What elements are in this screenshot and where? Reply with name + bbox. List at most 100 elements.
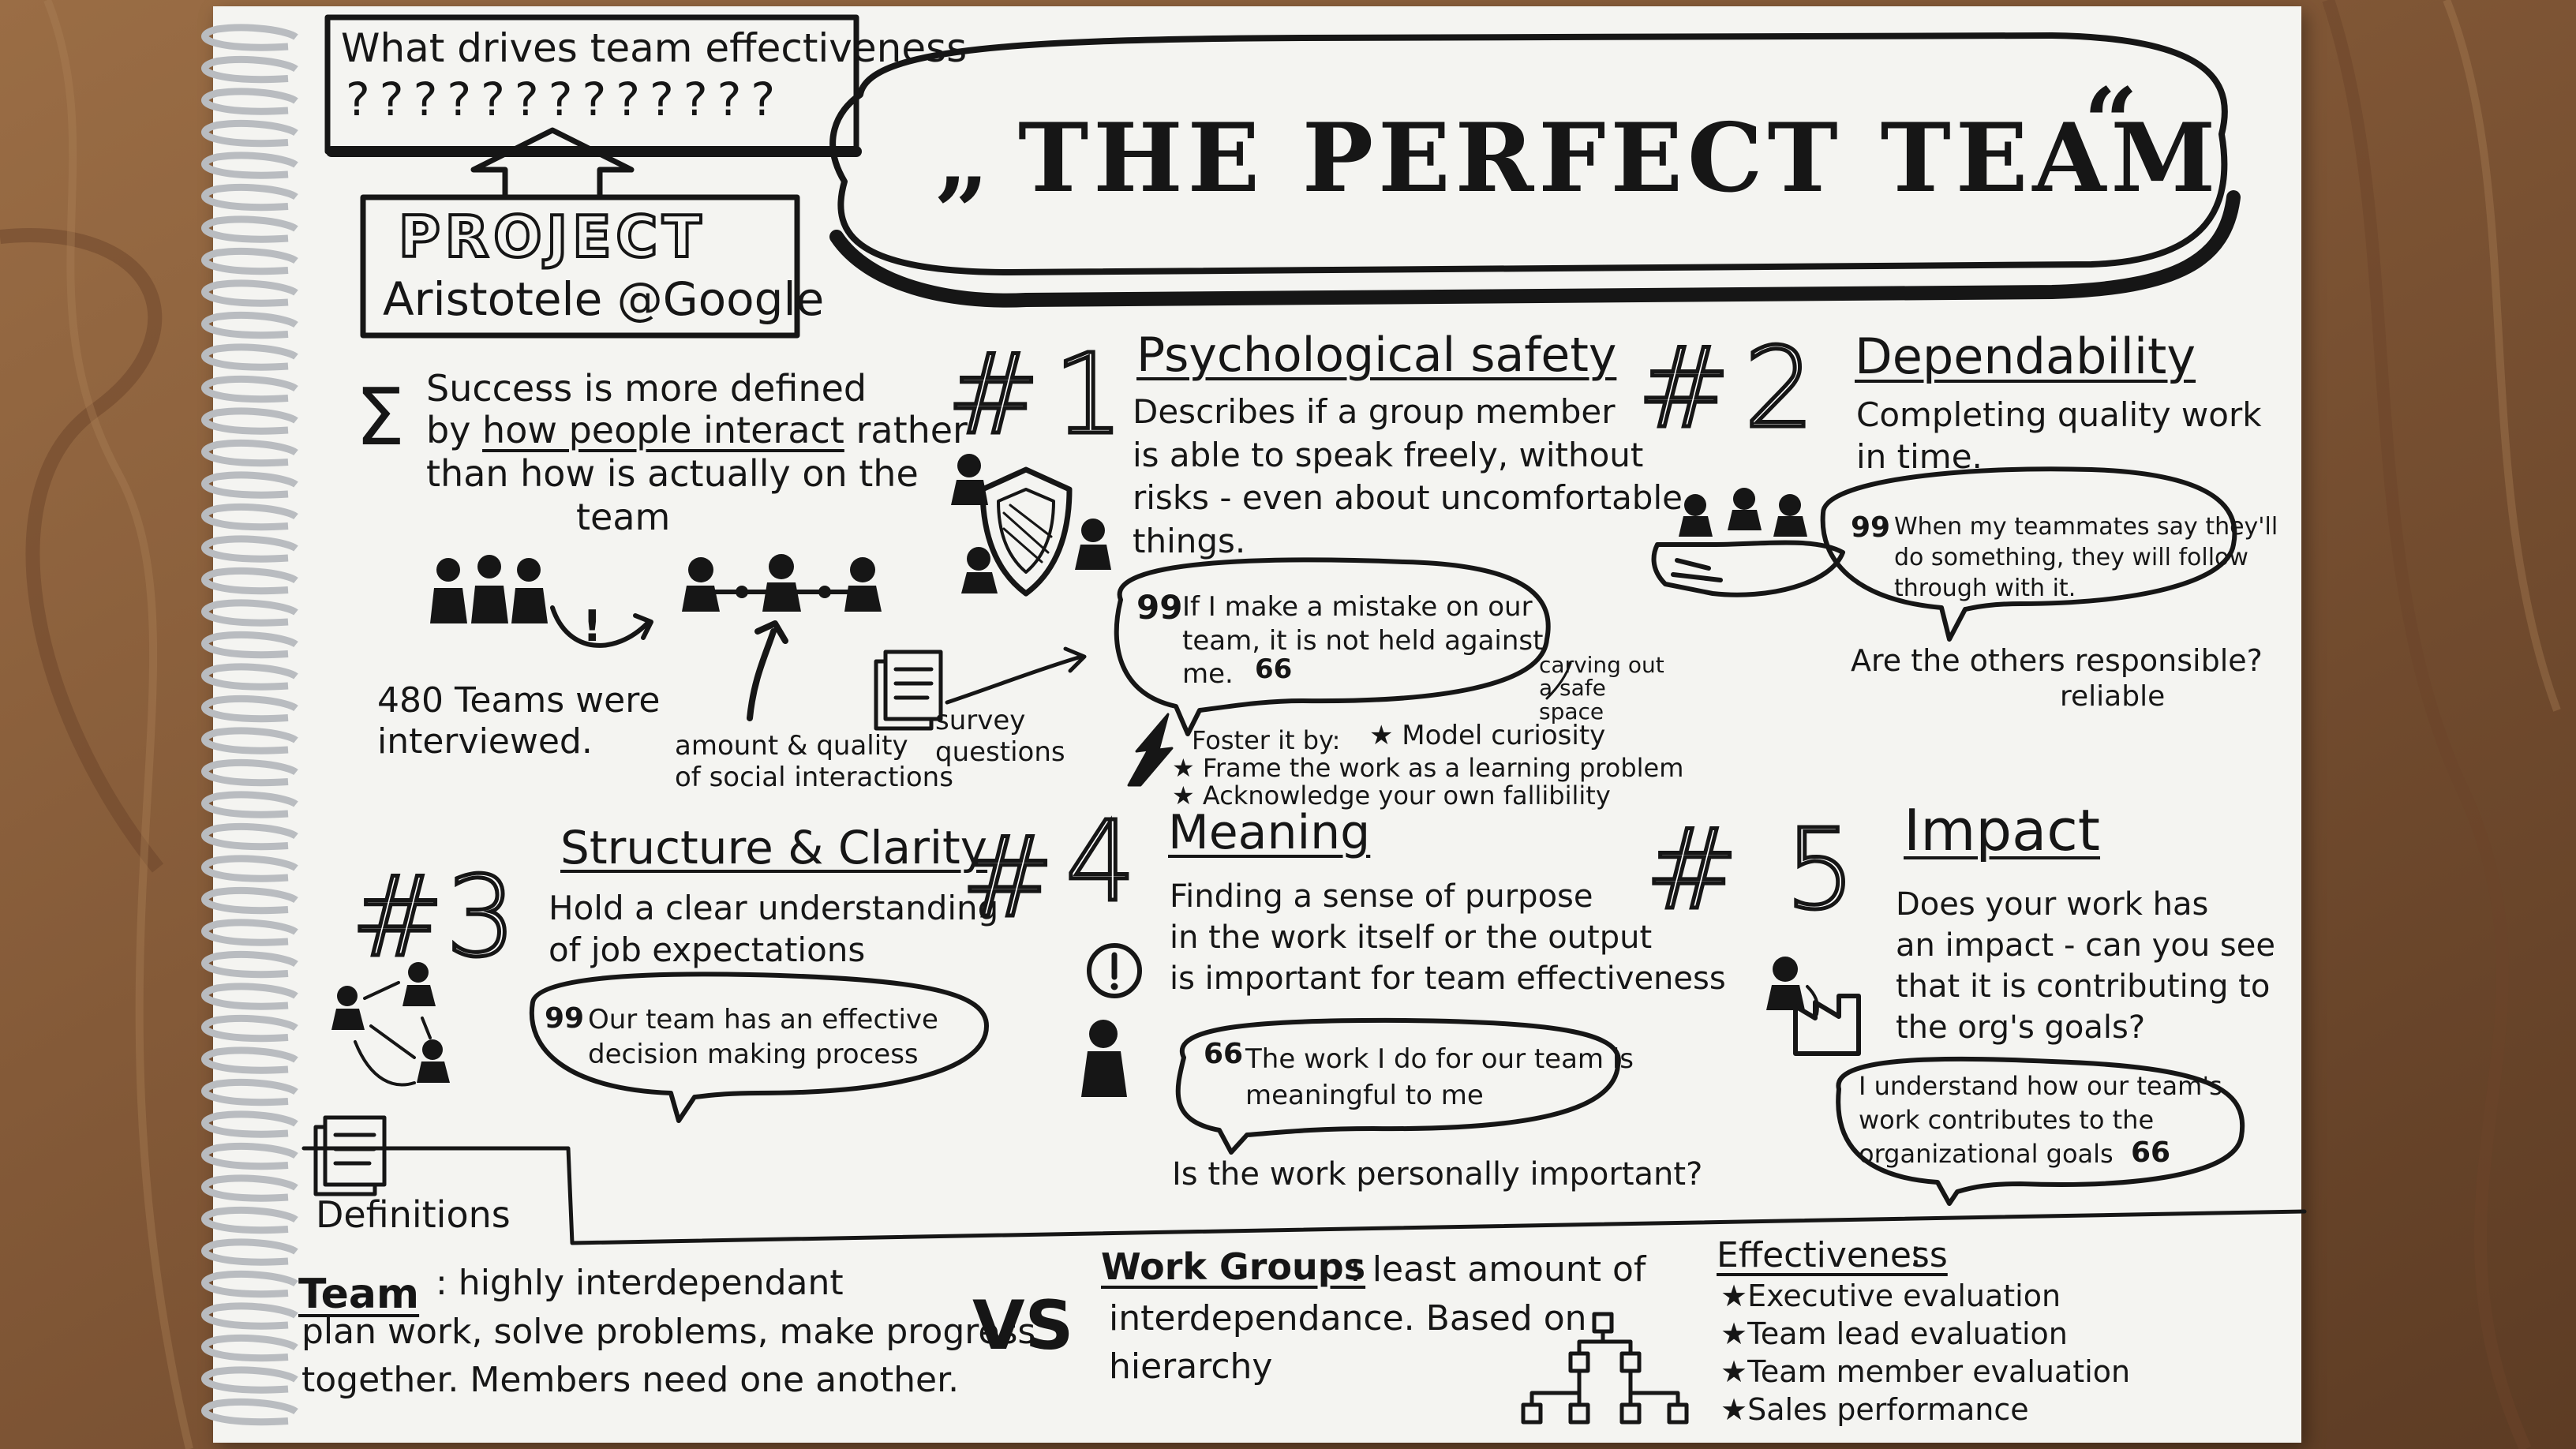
spiral-coil — [201, 247, 298, 275]
spiral-coil — [201, 152, 298, 179]
spiral-coil — [201, 439, 298, 467]
speech-bubble — [1175, 1017, 1621, 1155]
effectiveness-colon: : — [1910, 1233, 1922, 1273]
spiral-coil — [201, 663, 298, 691]
speech-bubble — [1114, 557, 1551, 736]
question-text: What drives team effectiveness — [341, 25, 968, 71]
survey-questions-note: survey questions — [935, 705, 1065, 769]
definitions-tab — [301, 1146, 2307, 1245]
vs-label: VS — [972, 1286, 1074, 1365]
section-3-hash: # — [349, 851, 445, 983]
foster-star-3: ★ Acknowledge your own fallibility — [1172, 781, 1611, 811]
section-2-question-2: reliable — [2060, 680, 2166, 713]
page-title: THE PERFECT TEAM — [1018, 103, 2221, 214]
foster-item: Model curiosity — [1402, 720, 1606, 751]
intro-line-2-pre: by — [426, 409, 483, 451]
work-groups-label: Work Groups — [1101, 1245, 1366, 1288]
intro-line-2: by how people interact rather — [426, 409, 968, 451]
intro-exclaim: ! — [582, 601, 602, 651]
section-1-quote-close: 66 — [1255, 653, 1293, 685]
spiral-coil — [201, 1078, 298, 1106]
speech-bubble — [529, 972, 989, 1123]
section-5-quote: I understand how our team's work contrib… — [1859, 1071, 2222, 1170]
spiral-coil — [201, 1238, 298, 1266]
project-name: Aristotele @Google — [383, 272, 825, 326]
spiral-coil — [201, 855, 298, 882]
spiral-coil — [201, 567, 298, 595]
section-4-quote: The work I do for our team is meaningful… — [1245, 1043, 1634, 1111]
intro-line-1: Success is more defined — [426, 367, 867, 410]
spiral-coil — [201, 1046, 298, 1074]
section-2-body: Completing quality work in time. — [1856, 395, 2262, 476]
spiral-coil — [201, 1142, 298, 1170]
effectiveness-item: Executive evaluation — [1747, 1279, 2061, 1313]
connected-people-icon — [682, 554, 882, 612]
section-3-body: Hold a clear understanding of job expect… — [549, 889, 999, 969]
arrow-up-icon — [747, 620, 788, 721]
person-icon — [1766, 957, 1805, 1010]
section-1-body: Describes if a group member is able to s… — [1133, 392, 1683, 560]
survey-arrow — [945, 646, 1087, 705]
section-2-heading: Dependability — [1855, 328, 2196, 385]
exclamation-icon — [1087, 943, 1142, 998]
sketchnote-paper — [213, 6, 2301, 1443]
spiral-coil — [201, 215, 298, 243]
effectiveness-item-1: ★Executive evaluation — [1720, 1279, 2061, 1313]
spiral-coil — [201, 599, 298, 627]
effectiveness-item-3: ★Team member evaluation — [1720, 1354, 2131, 1389]
section-5-hash: # — [1643, 803, 1739, 936]
spiral-coil — [201, 1366, 298, 1394]
section-4-number: 4 — [1063, 796, 1137, 928]
spiral-coil — [201, 375, 298, 403]
section-5-body: Does your work has an impact - can you s… — [1896, 886, 2275, 1046]
shield-icon — [979, 466, 1073, 597]
foster-label: Foster it by: — [1192, 725, 1341, 755]
section-1-hash: # — [945, 328, 1041, 461]
section-2-number: 2 — [1742, 322, 1816, 455]
spiral-coil — [201, 631, 298, 659]
speech-bubble — [1820, 466, 2237, 642]
lightning-arrow-icon — [1127, 713, 1174, 787]
section-4-question: Is the work personally important? — [1172, 1156, 1703, 1193]
hands-icon — [1651, 540, 1845, 597]
spiral-coil — [201, 311, 298, 339]
spiral-coil — [201, 822, 298, 851]
section-3-quote-open: 99 — [545, 1002, 585, 1035]
spiral-coil — [201, 950, 298, 979]
section-1-number: 1 — [1051, 328, 1125, 461]
factory-icon — [1793, 994, 1861, 1056]
section-4-hash: # — [959, 811, 1055, 944]
effectiveness-item: Team lead evaluation — [1747, 1316, 2068, 1351]
section-2-quote-open: 99 — [1851, 511, 1891, 544]
spiral-coil — [201, 695, 298, 723]
spiral-coil — [201, 503, 298, 531]
title-open-quote: „ — [935, 103, 995, 214]
section-2-quote: When my teammates say they'll do somethi… — [1894, 513, 2278, 602]
section-1-quote: If I make a mistake on our team, it is n… — [1182, 591, 1544, 690]
spiral-coil — [201, 1206, 298, 1234]
intro-line-3: than how is actually on the — [426, 452, 919, 495]
section-5-number: 5 — [1783, 803, 1857, 936]
spiral-coil — [201, 119, 298, 148]
foster-star-2: ★ Frame the work as a learning problem — [1172, 753, 1684, 783]
definitions-label: Definitions — [316, 1193, 511, 1236]
intro-line-4: team — [576, 496, 671, 538]
project-box — [360, 194, 800, 339]
effectiveness-item: Team member evaluation — [1747, 1354, 2131, 1389]
effectiveness-item: Sales performance — [1747, 1392, 2029, 1427]
spiral-coil — [201, 1334, 298, 1362]
intro-line-2-post: rather — [844, 409, 968, 451]
foster-item: Acknowledge your own fallibility — [1202, 781, 1611, 811]
section-3-heading: Structure & Clarity — [560, 821, 988, 874]
spiral-coil — [201, 279, 298, 307]
title-banner — [829, 32, 2228, 275]
person-icon — [1081, 1020, 1127, 1097]
foster-star-1: ★ Model curiosity — [1369, 720, 1606, 751]
section-2-question: Are the others responsible? — [1851, 643, 2263, 678]
arrow-up-icon — [470, 127, 635, 200]
foster-item: Frame the work as a learning problem — [1202, 753, 1684, 783]
org-chart-icon — [1521, 1312, 1689, 1425]
effectiveness-item-4: ★Sales performance — [1720, 1392, 2029, 1427]
section-3-quote: Our team has an effective decision makin… — [588, 1004, 938, 1071]
section-4-heading: Meaning — [1168, 805, 1371, 860]
